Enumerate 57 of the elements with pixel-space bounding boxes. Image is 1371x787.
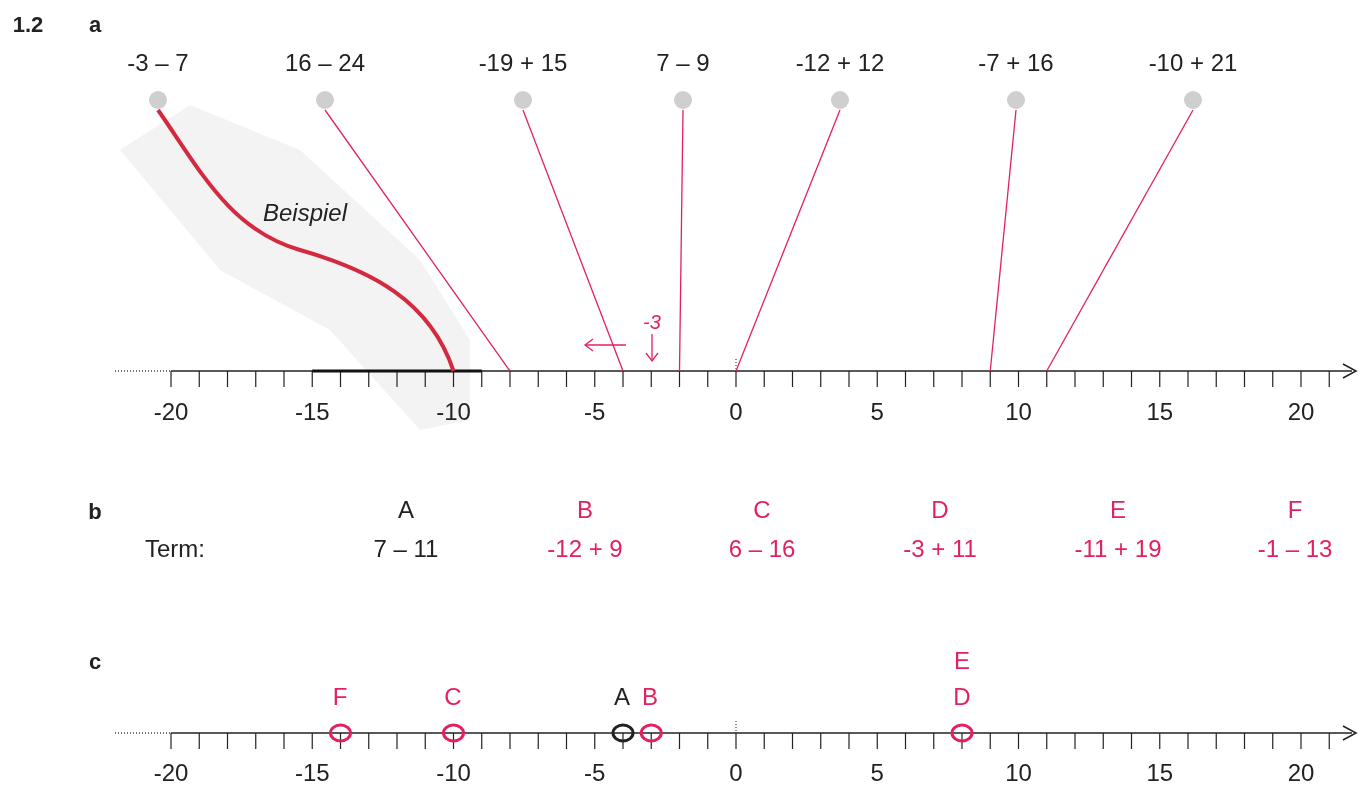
leader-line xyxy=(324,109,511,372)
edge-label: Beispiel xyxy=(263,201,347,225)
example-line xyxy=(156,108,456,372)
axis-number: 5 xyxy=(870,761,884,785)
term-text: -12 + 9 xyxy=(547,537,623,561)
leader-line xyxy=(989,109,1017,372)
point-letter: E xyxy=(954,649,970,673)
axis-number: 20 xyxy=(1287,761,1315,785)
term-text: -1 – 13 xyxy=(1257,537,1333,561)
axis-number: 5 xyxy=(870,400,884,424)
point-letter: F xyxy=(332,685,348,709)
step-label: -3 xyxy=(643,312,661,332)
axis-number: 15 xyxy=(1146,400,1174,424)
term-text: -7 + 16 xyxy=(977,50,1055,76)
axis-number: -10 xyxy=(436,400,471,424)
axis-number: 15 xyxy=(1146,761,1174,785)
section-number: 1.2 xyxy=(12,14,44,36)
point-letter: B xyxy=(642,685,658,709)
leader-line xyxy=(1046,109,1194,372)
axis-number: -15 xyxy=(294,761,330,785)
point-letter: D xyxy=(953,685,971,709)
column-letter: A xyxy=(398,498,414,522)
axis-number: -15 xyxy=(294,400,330,424)
term-text: -19 + 15 xyxy=(477,50,569,76)
column-letter: B xyxy=(577,498,593,522)
term-text: 7 – 9 xyxy=(655,50,711,76)
term-text: 16 – 24 xyxy=(283,50,367,76)
term-text: -3 + 11 xyxy=(903,537,977,561)
point-letter: A xyxy=(614,685,630,709)
leader-line xyxy=(735,109,841,372)
column-letter: F xyxy=(1287,498,1303,522)
axis-number: 20 xyxy=(1287,400,1315,424)
axis-number: -20 xyxy=(153,761,189,785)
axis-number: -5 xyxy=(584,400,606,424)
term-text: -3 – 7 xyxy=(126,50,190,76)
axis-number: 10 xyxy=(1005,761,1032,785)
term-text: -10 + 21 xyxy=(1147,50,1239,76)
part-letter: c xyxy=(88,651,102,673)
part-letter: b xyxy=(88,501,102,523)
axis-number: -20 xyxy=(153,400,189,424)
leader-line xyxy=(522,109,624,372)
column-letter: E xyxy=(1110,498,1126,522)
column-letter: D xyxy=(931,498,949,522)
axis-number: 0 xyxy=(729,400,743,424)
leader-line xyxy=(678,109,684,372)
axis-number: 0 xyxy=(729,761,743,785)
term-text: 6 – 16 xyxy=(728,537,796,561)
point-letter: C xyxy=(444,685,462,709)
axis-number: -10 xyxy=(436,761,471,785)
axis-number: 10 xyxy=(1005,400,1032,424)
part-letter: a xyxy=(88,14,102,36)
term-text: 7 – 11 xyxy=(373,537,439,561)
term-text: -12 + 12 xyxy=(794,50,886,76)
term-text: -11 + 19 xyxy=(1074,537,1162,561)
column-letter: C xyxy=(753,498,771,522)
axis-number: -5 xyxy=(584,761,606,785)
row-label: Term: xyxy=(145,537,205,561)
